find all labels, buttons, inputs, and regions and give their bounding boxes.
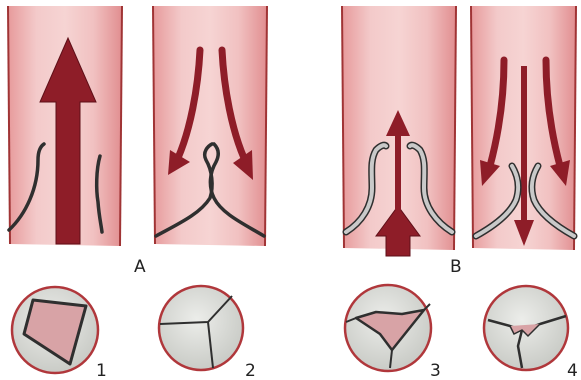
valve-section-2-closed bbox=[159, 286, 243, 370]
label-3: 3 bbox=[430, 361, 441, 380]
label-b: B bbox=[450, 257, 462, 277]
valve-section-3-stenotic bbox=[345, 285, 431, 371]
valve-section-1-open bbox=[12, 287, 98, 373]
vessel-a-closed bbox=[153, 6, 267, 246]
label-a: A bbox=[134, 257, 146, 277]
valve-section-4-regurgitant bbox=[484, 286, 568, 370]
label-4: 4 bbox=[567, 361, 578, 380]
label-1: 1 bbox=[96, 361, 107, 380]
label-2: 2 bbox=[245, 361, 256, 380]
